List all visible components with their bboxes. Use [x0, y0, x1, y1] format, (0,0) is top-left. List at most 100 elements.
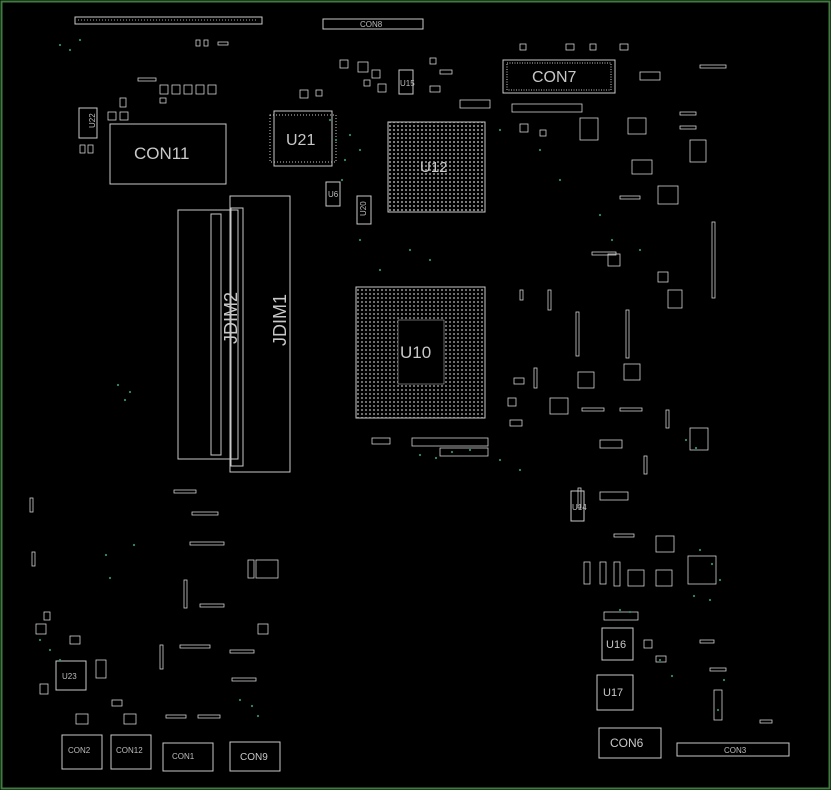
- via: [58, 658, 62, 662]
- via: [328, 118, 332, 122]
- u17-label: U17: [603, 687, 623, 699]
- footprint: [111, 699, 123, 707]
- footprint: [581, 407, 605, 412]
- footprint: [195, 84, 205, 95]
- footprint: [255, 559, 279, 579]
- via: [498, 458, 502, 462]
- via: [694, 446, 698, 450]
- u23-chip: U23: [55, 660, 87, 691]
- via: [558, 178, 562, 182]
- via: [238, 698, 242, 702]
- jdim1-label: JDIM1: [270, 294, 290, 346]
- footprint: [619, 195, 641, 200]
- footprint: [35, 623, 47, 635]
- via: [718, 578, 722, 582]
- u21-chip: U21: [269, 110, 337, 167]
- via: [538, 148, 542, 152]
- via: [68, 48, 72, 52]
- footprint: [689, 139, 707, 163]
- footprint: [713, 689, 723, 721]
- via: [48, 648, 52, 652]
- vias: [38, 38, 726, 718]
- footprint: [603, 611, 639, 621]
- via: [628, 610, 632, 614]
- footprint: [79, 144, 86, 154]
- u12-bga: U12: [387, 121, 486, 213]
- via: [250, 704, 254, 708]
- u14-label: U14: [572, 503, 587, 512]
- footprint: [639, 71, 661, 81]
- via: [722, 678, 726, 682]
- con7-connector: CON7: [502, 59, 616, 94]
- footprint: [31, 551, 36, 567]
- footprint: [699, 64, 727, 69]
- u16-label: U16: [606, 639, 626, 651]
- footprint: [75, 713, 89, 725]
- via: [358, 238, 362, 242]
- footprint: [189, 541, 225, 546]
- footprint: [687, 555, 717, 585]
- footprint: [657, 185, 679, 205]
- via: [716, 708, 720, 712]
- footprint: [627, 569, 645, 587]
- footprint: [299, 89, 309, 99]
- via: [340, 178, 344, 182]
- via: [132, 543, 136, 547]
- con3-label: CON3: [724, 746, 747, 755]
- footprint: [575, 311, 580, 357]
- via: [108, 576, 112, 580]
- footprint: [643, 639, 653, 649]
- footprint: [623, 363, 641, 381]
- footprint: [565, 43, 575, 51]
- footprint: [655, 535, 675, 553]
- u6-label: U6: [328, 190, 339, 199]
- footprint: [613, 561, 621, 587]
- footprint: [519, 43, 527, 51]
- via: [38, 638, 42, 642]
- footprint: [137, 77, 157, 82]
- footprint: [429, 57, 437, 65]
- u20-chip: U20: [356, 195, 372, 225]
- jdim2-slot: JDIM2: [177, 209, 241, 460]
- footprint: [509, 419, 523, 427]
- via: [684, 438, 688, 442]
- footprint: [371, 437, 391, 445]
- footprint: [439, 69, 453, 75]
- con9-label: CON9: [240, 752, 268, 763]
- footprint: [171, 84, 181, 95]
- footprint: [179, 644, 211, 649]
- footprint: [549, 397, 569, 415]
- footprint: [519, 289, 524, 301]
- jdim1-slot: JDIM1: [229, 195, 291, 473]
- footprint: [363, 79, 371, 87]
- via: [334, 138, 338, 142]
- u6-part: U6: [325, 181, 341, 207]
- footprint: [699, 639, 715, 644]
- via: [498, 128, 502, 132]
- u23-label: U23: [62, 672, 77, 681]
- via: [618, 608, 622, 612]
- footprint: [119, 97, 127, 108]
- via: [58, 43, 62, 47]
- footprint: [599, 491, 629, 501]
- footprint: [357, 61, 369, 73]
- footprint: [533, 367, 538, 389]
- footprint: [579, 117, 599, 141]
- footprint: [759, 719, 773, 724]
- footprint: [183, 579, 188, 609]
- footprint: [655, 655, 667, 663]
- via: [450, 450, 454, 454]
- footprint: [159, 84, 169, 95]
- small-footprints: [29, 39, 773, 725]
- footprint: [599, 561, 607, 585]
- via: [418, 453, 422, 457]
- via: [123, 398, 127, 402]
- via: [598, 213, 602, 217]
- footprint: [547, 289, 552, 311]
- footprint: [199, 603, 225, 608]
- via: [128, 390, 132, 394]
- footprint: [599, 439, 623, 449]
- footprint: [207, 84, 217, 95]
- footprint: [229, 649, 255, 654]
